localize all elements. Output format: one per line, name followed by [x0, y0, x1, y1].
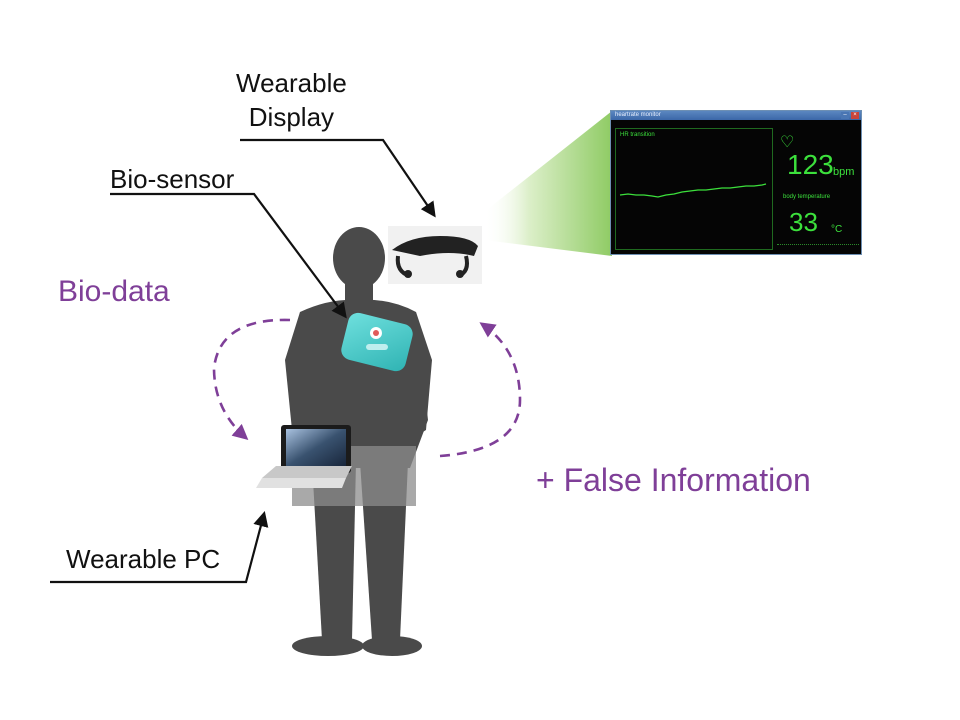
wearable-display-glasses	[388, 226, 482, 284]
hr-trace-line	[620, 184, 766, 197]
minimize-icon[interactable]: –	[841, 112, 849, 119]
body-temperature-value: 33	[789, 208, 818, 236]
false-info-flow-arrow	[440, 324, 520, 456]
hr-transition-panel: HR transition	[615, 128, 773, 250]
monitor-footer-divider	[777, 244, 859, 248]
close-icon[interactable]: ×	[851, 112, 859, 119]
monitor-window-title: heartrate monitor	[615, 111, 661, 120]
heart-rate-unit: bpm	[833, 166, 854, 178]
heart-rate-value: 123	[787, 150, 834, 180]
bio-data-flow-arrow	[214, 320, 290, 438]
wearable-display-label-line1: Wearable	[236, 66, 347, 100]
body-temperature-label: body temperature	[783, 194, 830, 200]
hr-transition-graph	[616, 129, 772, 249]
heartrate-monitor-window: heartrate monitor – × HR transition ♡ 12…	[610, 110, 862, 255]
body-temperature-unit: °C	[831, 224, 842, 235]
false-information-label: + False Information	[536, 460, 811, 500]
bio-sensor-label: Bio-sensor	[110, 163, 234, 195]
vital-stats-panel: ♡ 123 bpm body temperature 33 °C	[777, 128, 859, 250]
projection-beam	[484, 111, 612, 256]
wearable-pc-laptop	[256, 425, 352, 488]
wearable-pc-label: Wearable PC	[66, 543, 220, 575]
wearable-display-label: Wearable Display	[236, 66, 347, 134]
wearable-display-leader	[240, 140, 434, 215]
bio-data-label: Bio-data	[58, 272, 170, 312]
monitor-titlebar: heartrate monitor – ×	[611, 111, 861, 120]
wearable-display-label-line2: Display	[236, 100, 347, 134]
